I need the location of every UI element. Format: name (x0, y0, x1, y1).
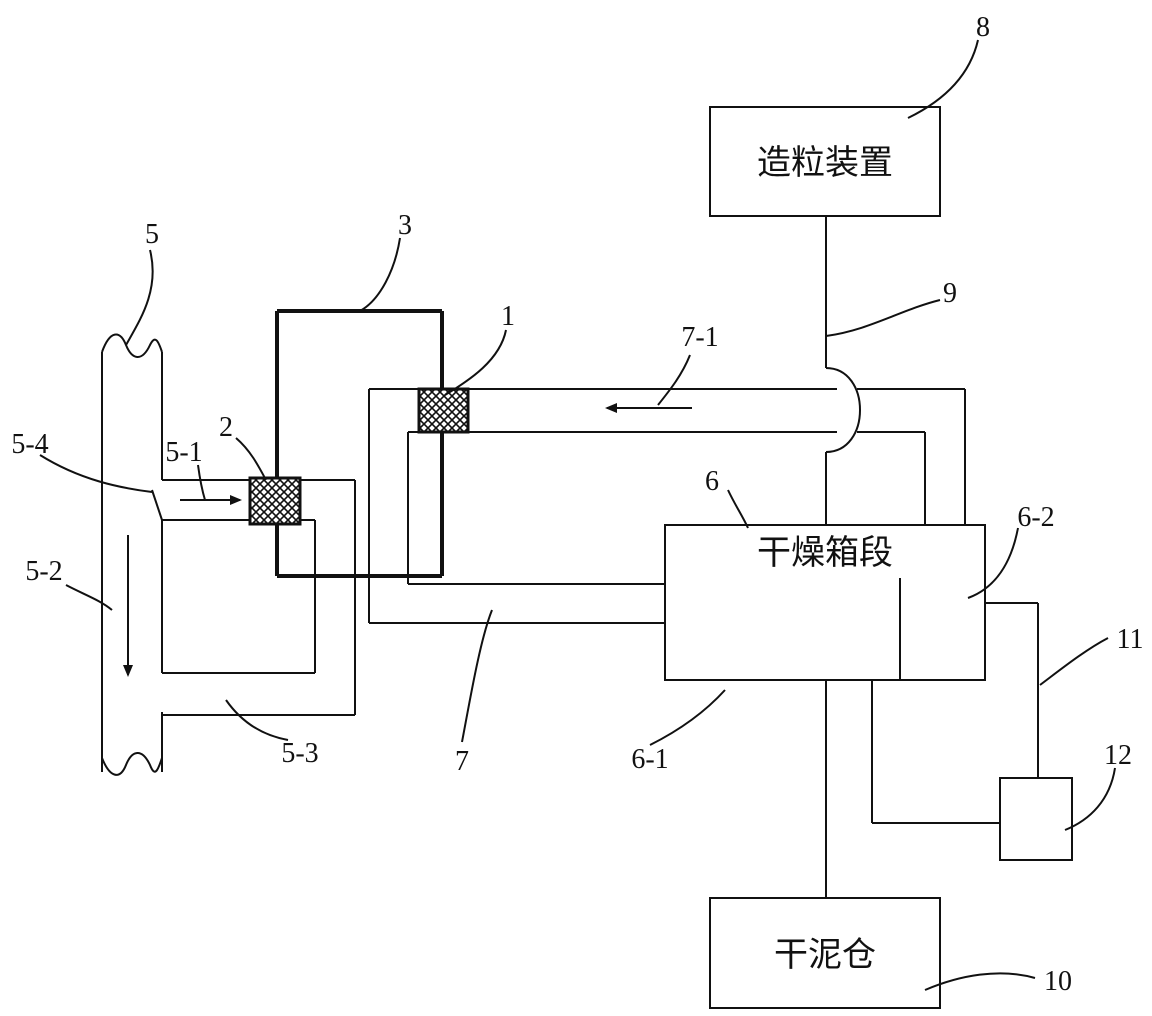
label-5: 5 (145, 219, 159, 250)
granulation-device-label: 造粒装置 (757, 143, 893, 183)
component-12-box (999, 777, 1073, 861)
outlet-lines (825, 602, 1039, 898)
duct-7 (368, 388, 966, 624)
filter-1 (417, 387, 470, 434)
label-3: 3 (398, 210, 412, 241)
drying-box-section (664, 524, 986, 681)
frame-3 (275, 309, 444, 578)
label-5-4: 5-4 (11, 429, 48, 460)
label-2: 2 (219, 412, 233, 443)
granulation-device-box (709, 106, 941, 217)
label-6: 6 (705, 466, 719, 497)
stack-5 (101, 333, 163, 776)
label-6-1: 6-1 (631, 744, 668, 775)
label-7: 7 (455, 746, 469, 777)
label-7-1: 7-1 (681, 322, 718, 353)
branch-duct-5-3 (151, 479, 356, 716)
label-5-1: 5-1 (165, 437, 202, 468)
label-6-2: 6-2 (1017, 502, 1054, 533)
line-9 (825, 216, 862, 525)
leader-lines (39, 39, 1116, 991)
label-1: 1 (501, 301, 515, 332)
label-11: 11 (1117, 624, 1144, 655)
drying-box-label: 干燥箱段 (757, 533, 893, 573)
dry-sludge-silo-box (709, 897, 941, 1009)
dry-sludge-silo-label: 干泥仓 (774, 935, 876, 975)
label-8: 8 (976, 12, 990, 43)
label-12: 12 (1104, 740, 1132, 771)
filter-2 (248, 476, 302, 526)
label-5-2: 5-2 (25, 556, 62, 587)
label-10: 10 (1044, 966, 1072, 997)
label-9: 9 (943, 278, 957, 309)
label-5-3: 5-3 (281, 738, 318, 769)
